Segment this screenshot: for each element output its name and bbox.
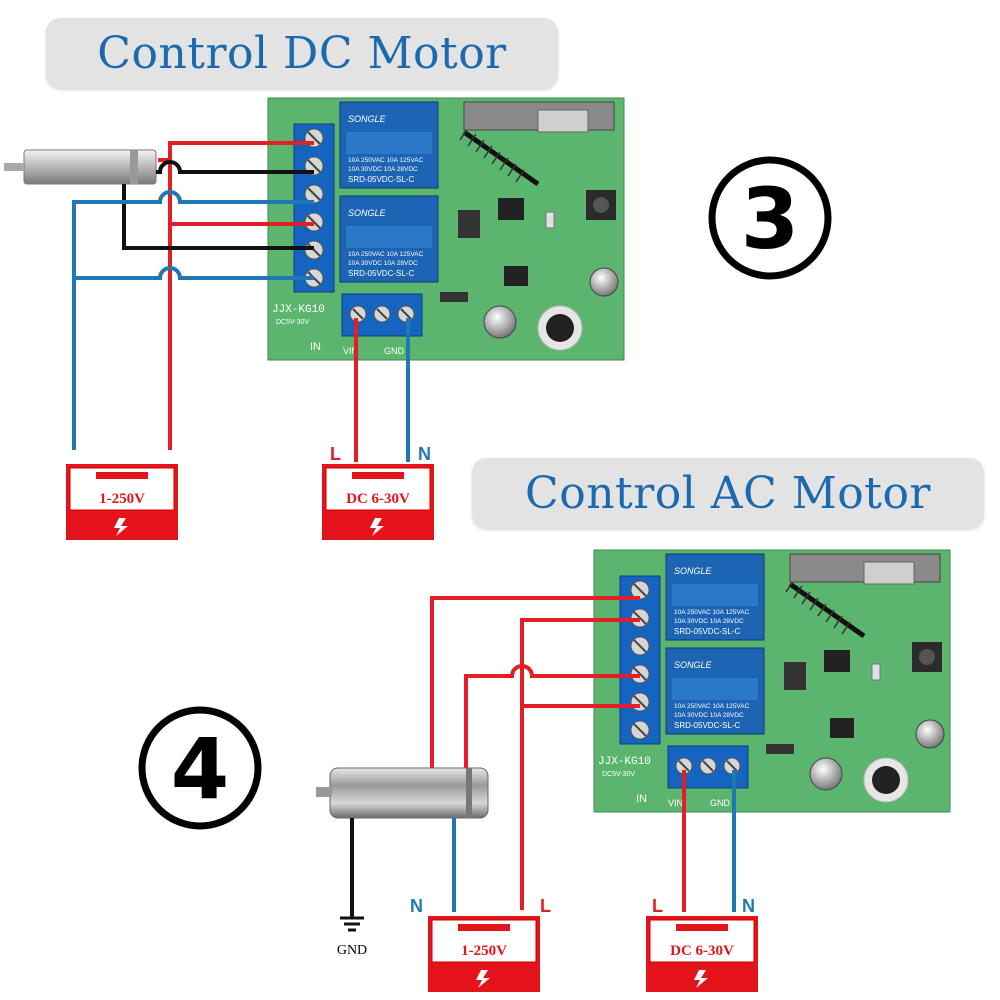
supply-box-1-250v-ac: 1-250V N L	[410, 896, 551, 993]
lightning-icon	[694, 970, 708, 988]
lightning-icon	[114, 518, 128, 536]
title-ac-motor: Control AC Motor	[525, 467, 931, 519]
board-vin-label-dc: VIN	[343, 346, 358, 356]
neutral-label: N	[418, 444, 431, 464]
supply-box-1-250v: 1-250V	[65, 463, 179, 541]
title-dc-motor: Control DC Motor	[97, 27, 507, 79]
board-in-label-ac: IN	[636, 793, 647, 805]
diagram-4-ac-motor: JJX-KG10 DC5V-30V IN VIN GND GND	[138, 550, 950, 993]
dc-motor-icon	[4, 149, 157, 185]
live-label: L	[652, 896, 663, 916]
ground-icon	[340, 916, 364, 932]
supply-box-dc-6-30v: DC 6-30V L N	[321, 444, 435, 541]
supply-label-right-dc: DC 6-30V	[346, 491, 410, 507]
board-model-ac: JJX-KG10	[598, 756, 651, 768]
svg-text:4: 4	[171, 720, 229, 818]
ac-motor-icon	[316, 767, 489, 819]
neutral-label: N	[742, 896, 755, 916]
supply-label-right-ac: DC 6-30V	[670, 943, 734, 959]
relay-board-ac	[594, 550, 950, 812]
title-pill-dc: Control DC Motor	[46, 18, 558, 88]
title-pill-ac: Control AC Motor	[472, 458, 984, 528]
lightning-icon	[370, 518, 384, 536]
board-model-dc: JJX-KG10	[272, 304, 325, 316]
live-label: L	[330, 444, 341, 464]
board-in-label-dc: IN	[310, 341, 321, 353]
lightning-icon	[476, 970, 490, 988]
supply-box-dc-6-30v-ac: DC 6-30V L N	[645, 896, 759, 993]
board-gnd-label-ac: GND	[710, 798, 731, 808]
board-vin-label-ac: VIN	[668, 798, 683, 808]
supply-label-left-dc: 1-250V	[99, 491, 145, 507]
live-label: L	[540, 896, 551, 916]
svg-text:3: 3	[741, 170, 799, 268]
board-voltage-ac: DC5V-30V	[602, 771, 635, 778]
step-badge-3: 3	[708, 156, 832, 280]
board-gnd-label-dc: GND	[384, 346, 405, 356]
board-voltage-dc: DC5V-30V	[276, 319, 309, 326]
relay-board-dc	[268, 98, 624, 360]
ground-label: GND	[337, 943, 367, 958]
diagram-3-dc-motor: JJX-KG10 DC5V-30V IN VIN GND	[4, 98, 832, 541]
step-badge-4: 4	[138, 706, 262, 830]
neutral-label: N	[410, 896, 423, 916]
supply-label-left-ac: 1-250V	[461, 943, 507, 959]
